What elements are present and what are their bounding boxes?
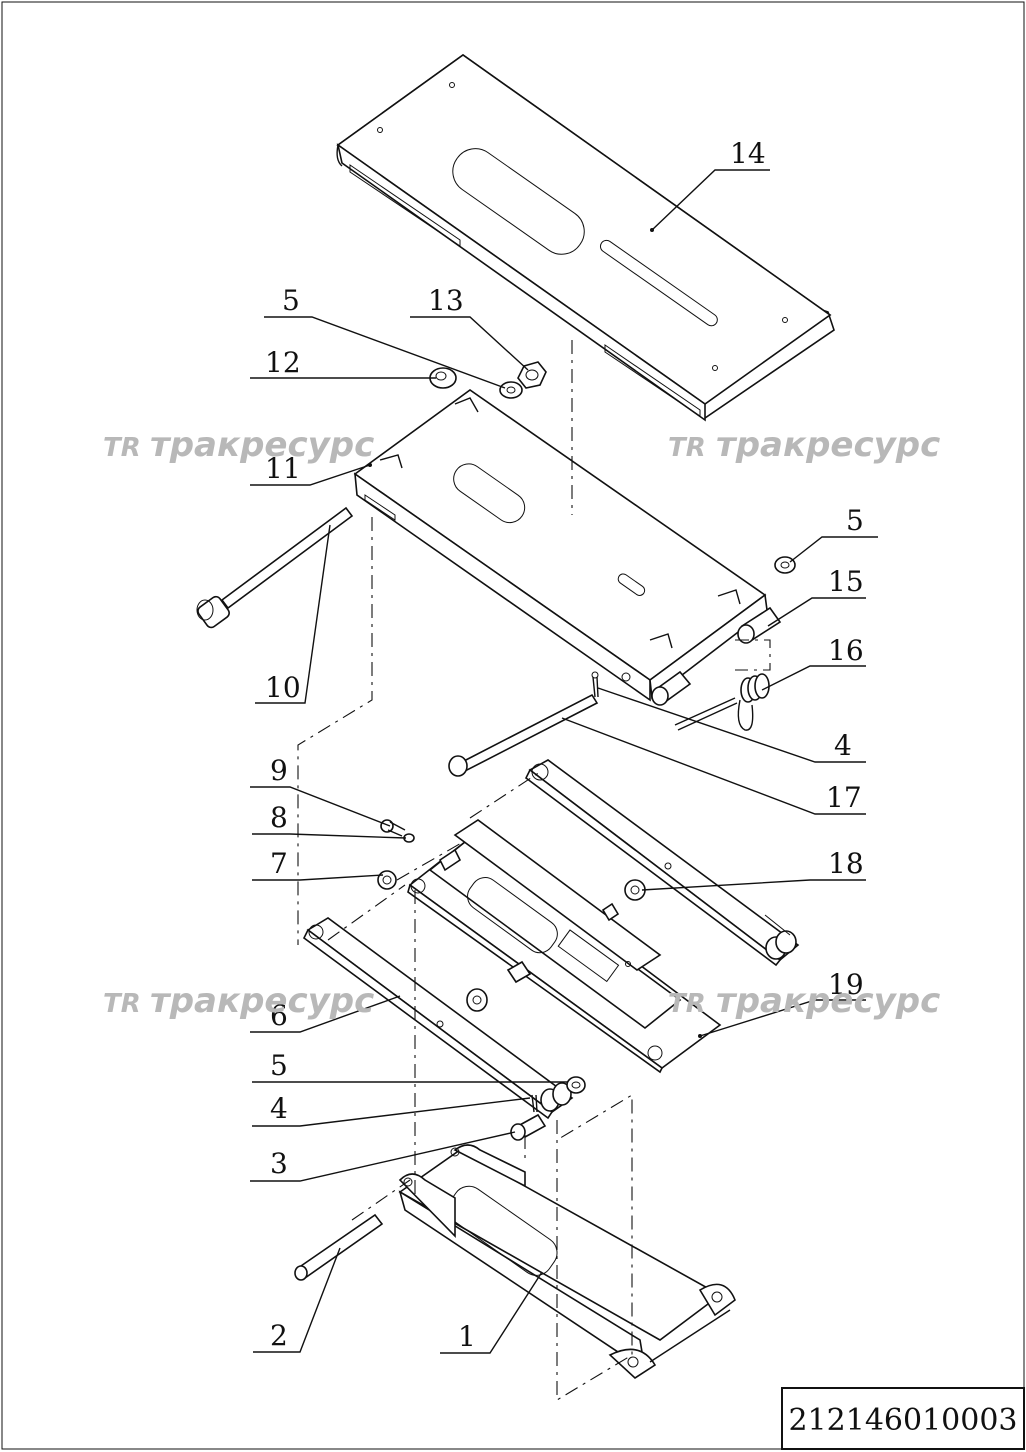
watermark-text: тракресурс [150, 425, 374, 465]
watermark-text: тракресурс [716, 981, 940, 1021]
watermark-logo: TR [668, 433, 706, 463]
leader-lines [250, 169, 878, 1354]
callout-4-upper: 4 [834, 729, 852, 762]
part-scissor-arm-upper [524, 759, 800, 967]
callout-12: 12 [265, 346, 301, 379]
callout-10: 10 [265, 671, 301, 704]
part-5-washer-right [774, 556, 796, 574]
drawing-number-box: 212146010003 [781, 1387, 1025, 1450]
part-5-washer-lower [566, 1076, 586, 1094]
callout-6: 6 [270, 999, 288, 1032]
watermark-right-top: TR тракресурс [668, 425, 940, 465]
callout-2: 2 [270, 1319, 288, 1352]
watermark-left-top: TR тракресурс [103, 425, 374, 465]
part-2-rod [294, 1213, 384, 1281]
drawing-number: 212146010003 [788, 1403, 1017, 1438]
part-bushing-under-plate [651, 670, 692, 706]
watermark-left-bottom: TR тракресурс [103, 981, 374, 1021]
part-10-long-bolt [196, 506, 354, 629]
part-bushing-mid [466, 960, 532, 1012]
watermark-text: тракресурс [716, 425, 940, 465]
watermarks: TR тракресурс TR тракресурс TR тракресур… [103, 425, 940, 1021]
callout-4-lower: 4 [270, 1092, 288, 1125]
watermark-right-bottom: TR тракресурс [668, 981, 940, 1021]
part-17-pin [448, 693, 599, 777]
callout-labels: 14 5 13 12 11 5 15 16 10 4 9 17 8 7 18 1… [265, 137, 864, 1353]
callout-14: 14 [730, 137, 766, 170]
callout-7: 7 [270, 847, 288, 880]
part-16-torsion-spring [674, 673, 770, 731]
callout-17: 17 [826, 781, 862, 814]
callout-1: 1 [458, 1320, 476, 1353]
assembly-centerlines [297, 340, 771, 1401]
part-4-split-pin-lower [531, 1094, 538, 1113]
watermark-text: тракресурс [150, 981, 374, 1021]
part-7-bushing [377, 870, 397, 890]
callout-11: 11 [265, 452, 301, 485]
watermark-logo: TR [103, 433, 141, 463]
part-19-slide-frame [407, 819, 722, 1074]
callout-3: 3 [270, 1147, 288, 1180]
part-13-nut [517, 361, 547, 389]
part-3-pin [510, 1113, 547, 1141]
callout-5-top: 5 [282, 284, 300, 317]
callout-9: 9 [270, 754, 288, 787]
callout-19: 19 [828, 968, 864, 1001]
watermark-logo: TR [103, 989, 141, 1019]
part-14-top-plate [336, 54, 835, 422]
part-6-scissor-arm-lower [302, 917, 574, 1120]
callout-16: 16 [828, 634, 864, 667]
part-5-washer-top [499, 381, 523, 399]
part-15-spacer-bushing [737, 606, 782, 644]
callout-13: 13 [428, 284, 464, 317]
callout-18: 18 [828, 847, 864, 880]
part-18-bushing [601, 879, 646, 922]
part-4-split-pin-upper [591, 671, 599, 698]
watermark-logo: TR [668, 989, 706, 1019]
callout-5-lower: 5 [270, 1049, 288, 1082]
part-9-bolt [380, 819, 406, 837]
part-1-base-bracket [398, 1144, 736, 1380]
callout-5-right: 5 [846, 504, 864, 537]
callout-8: 8 [270, 801, 288, 834]
callout-15: 15 [828, 565, 864, 598]
